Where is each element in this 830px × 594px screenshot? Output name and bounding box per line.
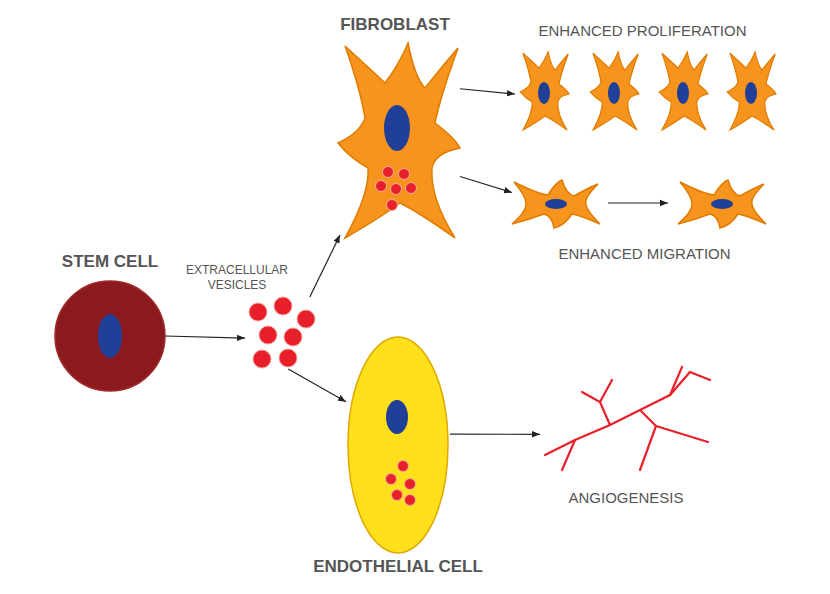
arrow-connector xyxy=(310,235,340,297)
angiogenesis-node: ANGIOGENESIS xyxy=(540,365,712,475)
cell-label-box: ENHANCED MIGRATION xyxy=(495,245,795,263)
proliferation-node: ENHANCED PROLIFERATION xyxy=(515,50,780,130)
cell-label-box: ENHANCED PROLIFERATION xyxy=(493,22,793,40)
arrow-connector xyxy=(460,177,512,193)
cell-label-box: ANGIOGENESIS xyxy=(526,489,726,507)
cell-label: ENHANCED PROLIFERATION xyxy=(538,22,746,40)
migration-node: ENHANCED MIGRATION xyxy=(512,180,767,230)
migrating-cells xyxy=(512,180,766,228)
cell-label-box: FIBROBLAST xyxy=(295,15,495,35)
blood-vessels xyxy=(545,367,710,470)
arrow-connector xyxy=(288,369,346,402)
cell-label: EXTRACELLULAR VESICLES xyxy=(177,263,297,292)
arrow-connector xyxy=(165,336,245,338)
cell-label: ENHANCED MIGRATION xyxy=(558,245,730,263)
cell-label: STEM CELL xyxy=(62,252,158,272)
cell-label-box: STEM CELL xyxy=(10,252,210,272)
stem-cell-node: STEM CELL xyxy=(55,280,165,392)
fibroblast-cell xyxy=(338,43,460,238)
cell-label: ANGIOGENESIS xyxy=(568,489,683,507)
stem-cell xyxy=(55,281,165,391)
endothelial-node: ENDOTHELIAL CELL xyxy=(346,337,450,553)
cell-label: ENDOTHELIAL CELL xyxy=(313,557,483,577)
cell-label-box: EXTRACELLULAR VESICLES xyxy=(177,263,297,292)
vesicle-dots xyxy=(249,297,315,368)
cell-label-box: ENDOTHELIAL CELL xyxy=(278,557,518,577)
fibroblast-node: FIBROBLAST xyxy=(340,40,460,235)
vesicle-node: EXTRACELLULAR VESICLES xyxy=(245,297,317,369)
proliferating-cells xyxy=(520,52,776,130)
endothelial-cell xyxy=(348,337,448,553)
arrow-connector xyxy=(450,434,540,435)
arrow-connector xyxy=(460,89,515,94)
nucleus xyxy=(538,82,757,104)
cell-label: FIBROBLAST xyxy=(340,15,450,35)
